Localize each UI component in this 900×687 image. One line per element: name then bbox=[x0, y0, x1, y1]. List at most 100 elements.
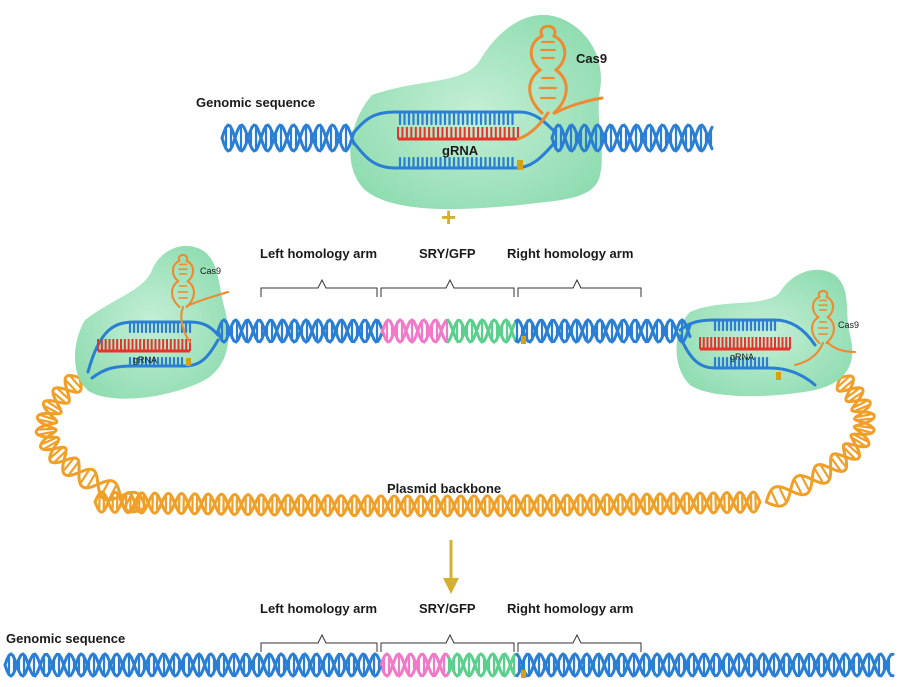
base-pair bbox=[843, 447, 856, 459]
base-pair bbox=[856, 424, 873, 429]
sry-gfp-label-bottom: SRY/GFP bbox=[419, 601, 476, 616]
dna-strand bbox=[216, 318, 384, 344]
base-pair bbox=[840, 380, 854, 391]
dna-strand bbox=[220, 123, 356, 153]
dna-strand bbox=[220, 123, 356, 153]
right-arm-brace bbox=[517, 278, 642, 297]
pam-bottom bbox=[521, 670, 526, 678]
base-pair bbox=[849, 391, 863, 402]
left-arm-label-bottom: Left homology arm bbox=[260, 601, 377, 616]
base-pair bbox=[778, 487, 787, 502]
base-pair bbox=[80, 469, 90, 484]
pam-right bbox=[776, 372, 781, 380]
genomic-sequence-label-bottom: Genomic sequence bbox=[6, 631, 125, 646]
pam-left bbox=[186, 358, 191, 366]
base-pair bbox=[57, 388, 69, 400]
grna-left bbox=[97, 339, 191, 353]
right-arm-brace-bottom bbox=[517, 633, 642, 652]
base-pair bbox=[38, 418, 55, 424]
dna-strand bbox=[764, 376, 876, 504]
left-bubble-rungs bbox=[128, 320, 192, 368]
plus-sign: + bbox=[441, 202, 456, 232]
cas9-rna-hairpin-left bbox=[171, 253, 230, 344]
base-pair bbox=[846, 443, 860, 455]
bottom-genomic: Left homology arm SRY/GFP Right homology… bbox=[3, 601, 895, 678]
sry-gfp-brace bbox=[380, 278, 515, 297]
base-pair bbox=[852, 437, 866, 447]
pam-insert bbox=[521, 336, 526, 344]
dna-strand bbox=[3, 652, 383, 678]
base-pair bbox=[853, 400, 868, 409]
plasmid-backbone-dna bbox=[34, 373, 876, 518]
base-pair bbox=[53, 392, 66, 404]
base-pair bbox=[44, 405, 59, 414]
base-pair bbox=[846, 387, 860, 399]
dna-strand bbox=[93, 490, 762, 518]
base-pair bbox=[856, 427, 872, 434]
cas9-rna-hairpin-right bbox=[793, 289, 857, 367]
left-arm-brace-bottom bbox=[260, 633, 378, 652]
dna-strand bbox=[446, 318, 518, 344]
dna-strand bbox=[35, 376, 148, 510]
cas9-label-top: Cas9 bbox=[576, 51, 607, 66]
base-pair bbox=[856, 417, 873, 422]
base-pair bbox=[38, 430, 55, 436]
base-pair bbox=[814, 468, 824, 483]
rna-hairpin-stem bbox=[811, 289, 835, 345]
base-pair bbox=[65, 379, 77, 392]
left-arm-label: Left homology arm bbox=[260, 246, 377, 261]
sry-gfp-brace-bottom bbox=[380, 633, 515, 652]
base-pair bbox=[40, 414, 56, 421]
base-pair bbox=[837, 376, 850, 388]
grna-label-right: gRNA bbox=[730, 352, 754, 362]
base-pair bbox=[854, 404, 870, 412]
base-pair bbox=[43, 440, 58, 450]
grna-right bbox=[699, 337, 791, 351]
plasmid-backbone-label: Plasmid backbone bbox=[387, 481, 501, 496]
rna-hairpin-stem bbox=[528, 24, 568, 115]
top-genomic-dna bbox=[220, 123, 714, 153]
pam-top bbox=[517, 160, 523, 170]
cas9-protein-right bbox=[676, 269, 853, 397]
dna-strand bbox=[446, 318, 518, 344]
dna-strand bbox=[34, 373, 148, 514]
top-genomic-complex: Genomic sequence Cas9 gRNA bbox=[196, 14, 714, 210]
base-pair bbox=[86, 473, 96, 488]
right-bubble-rungs bbox=[713, 318, 777, 370]
base-pair bbox=[856, 413, 872, 418]
grna-top bbox=[397, 127, 519, 141]
base-pair bbox=[69, 375, 81, 389]
base-pair bbox=[68, 462, 79, 476]
base-pair bbox=[853, 434, 868, 443]
base-pair bbox=[50, 447, 63, 459]
down-arrow bbox=[443, 540, 459, 594]
insert-dna bbox=[216, 318, 692, 344]
plasmid: Cas9 gRNA Cas9 gRNA Left homology arm SR… bbox=[34, 245, 876, 518]
base-pair bbox=[820, 465, 830, 479]
base-pair bbox=[54, 451, 66, 463]
dna-strand bbox=[447, 652, 519, 678]
cas9-label-right: Cas9 bbox=[838, 320, 859, 330]
base-pair bbox=[46, 400, 61, 411]
sry-gfp-label: SRY/GFP bbox=[419, 246, 476, 261]
rna-tail bbox=[180, 290, 230, 344]
left-arm-brace bbox=[260, 278, 378, 297]
bottom-genomic-dna bbox=[3, 652, 895, 678]
grna-label-top: gRNA bbox=[442, 143, 479, 158]
rna-tail bbox=[793, 340, 857, 367]
base-pair bbox=[63, 458, 74, 471]
cas9-label-left: Cas9 bbox=[200, 266, 221, 276]
dna-strand bbox=[764, 374, 876, 508]
base-pair bbox=[831, 457, 842, 471]
top-bubble-rungs bbox=[398, 110, 514, 170]
right-arm-label: Right homology arm bbox=[507, 246, 633, 261]
base-pair bbox=[835, 454, 847, 467]
dna-strand bbox=[447, 652, 519, 678]
rna-hairpin-stem bbox=[171, 253, 195, 309]
right-arm-label-bottom: Right homology arm bbox=[507, 601, 633, 616]
base-pair bbox=[770, 491, 779, 506]
cas9-rna-hairpin-top bbox=[516, 24, 604, 141]
base-pair bbox=[38, 427, 54, 431]
genomic-sequence-label-top: Genomic sequence bbox=[196, 95, 315, 110]
